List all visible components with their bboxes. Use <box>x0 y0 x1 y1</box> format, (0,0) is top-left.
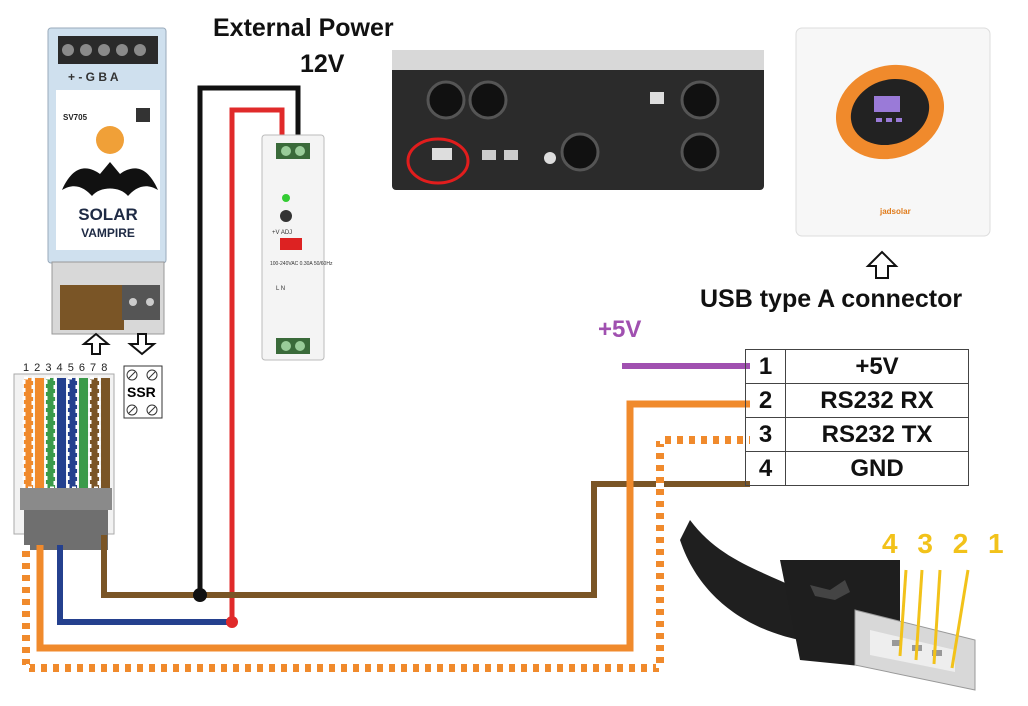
usb-pin-numbers: 4 3 2 1 <box>882 528 1010 559</box>
arrow-up-icon <box>865 250 899 279</box>
rj45-connector <box>13 373 115 550</box>
inverter-brand-label: jadsolar <box>879 207 911 216</box>
usb-pin3-line <box>914 569 924 661</box>
sun-icon <box>96 126 124 154</box>
wire-orange-white <box>22 436 750 672</box>
pin-number: 4 <box>745 451 786 486</box>
arrow-down-icon <box>127 333 157 356</box>
external-power-voltage: 12V <box>300 50 345 78</box>
wire-black <box>197 85 301 595</box>
power-supply-module: +V ADJ 100-240VAC 0.30A 50/60Hz L N <box>261 134 333 361</box>
external-power-title: External Power <box>213 14 394 42</box>
pin-number: 1 <box>745 349 786 384</box>
psu-spec-label: 100-240VAC 0.30A 50/60Hz <box>270 261 333 267</box>
pin-signal: RS232 RX <box>785 383 969 418</box>
rj45-pin-numbers: 1 2 3 4 5 6 7 8 <box>23 362 109 374</box>
usb-logo-icon <box>810 580 850 600</box>
ssr-block <box>123 365 163 419</box>
table-row: 4 GND <box>745 451 969 486</box>
ssr-label: SSR <box>127 384 156 400</box>
usb-pin2-line <box>932 569 942 665</box>
pin-signal: RS232 TX <box>785 417 969 452</box>
wire-orange <box>36 400 750 652</box>
plus5v-wire-label: +5V <box>598 316 642 343</box>
table-row: 2 RS232 RX <box>745 383 969 418</box>
usb-port-icon <box>432 148 452 160</box>
wire-red <box>229 107 285 622</box>
usb-pin1-line <box>950 569 970 669</box>
junction-black <box>193 588 207 602</box>
table-row: 3 RS232 TX <box>745 417 969 452</box>
wire-blue <box>57 545 232 625</box>
brand-line1: SOLAR <box>78 205 138 224</box>
inverter-front: jadsolar <box>795 27 991 237</box>
usb-pinout-table: 1 +5V 2 RS232 RX 3 RS232 TX 4 GND <box>745 349 969 486</box>
table-row: 1 +5V <box>745 349 969 384</box>
brand-line2: VAMPIRE <box>81 226 135 240</box>
psu-terminal-label: L N <box>276 286 285 292</box>
usb-port-highlight <box>406 137 470 185</box>
pin-signal: +5V <box>785 349 969 384</box>
junction-red <box>226 616 238 628</box>
inverter-rear-panel <box>392 50 764 190</box>
bat-icon <box>62 162 158 196</box>
psu-adj-label: +V ADJ <box>272 230 292 236</box>
pin-signal: GND <box>785 451 969 486</box>
usb-connector-title: USB type A connector <box>700 285 963 313</box>
arrow-up-icon <box>81 332 111 355</box>
pin-number: 3 <box>745 417 786 452</box>
usb-pin4-line <box>898 569 908 657</box>
qr-code-icon <box>136 108 150 122</box>
terminal-label: + - G B A <box>68 70 119 84</box>
pin-number: 2 <box>745 383 786 418</box>
model-label: SV705 <box>63 113 88 122</box>
lcd-screen <box>874 96 900 112</box>
solar-vampire-device: + - G B A SV705 SOLAR VAMPIRE <box>47 27 167 335</box>
wire-brown <box>101 481 750 598</box>
